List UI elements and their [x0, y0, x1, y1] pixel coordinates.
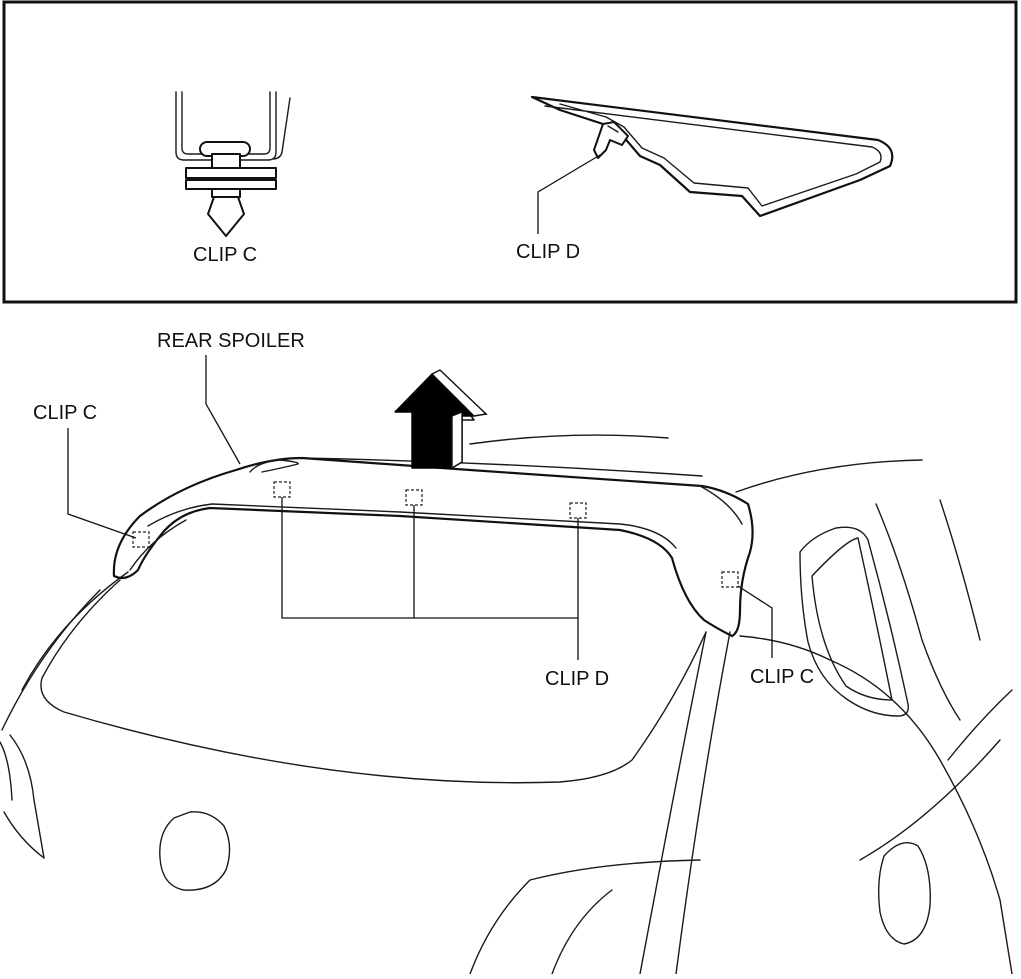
clip-c-right-marker: [721, 571, 739, 588]
clip-d-marker-3: [569, 502, 587, 519]
inset-clip-d-label: CLIP D: [516, 241, 580, 263]
rear-spoiler-label: REAR SPOILER: [157, 330, 305, 352]
clip-d-marker-1: [273, 481, 291, 498]
up-arrow-icon: [394, 369, 488, 469]
clip-c-left-label: CLIP C: [33, 402, 97, 424]
fuel-lid: [159, 811, 231, 891]
clip-c-right-leader: [737, 585, 773, 658]
clip-c-right-label: CLIP C: [750, 666, 814, 688]
rear-spoiler: [112, 456, 754, 638]
vehicle-body: [0, 589, 1013, 975]
rear-spoiler-leader: [205, 355, 241, 465]
inset-clip-c-label: CLIP C: [193, 244, 257, 266]
clip-c-left-leader: [67, 428, 137, 539]
clip-d-detail: [530, 95, 894, 218]
inset-clip-d-leader: [537, 154, 601, 234]
clip-d-label: CLIP D: [545, 668, 609, 690]
quarter-window: [799, 499, 981, 721]
vehicle-roof: [299, 434, 923, 493]
inset-frame: [2, 0, 1018, 304]
clip-c-left-marker: [132, 531, 150, 548]
clip-d-leader: [281, 497, 579, 660]
clip-c-detail: [175, 91, 291, 237]
tail-lamp: [877, 842, 931, 945]
clip-d-marker-2: [405, 489, 423, 506]
